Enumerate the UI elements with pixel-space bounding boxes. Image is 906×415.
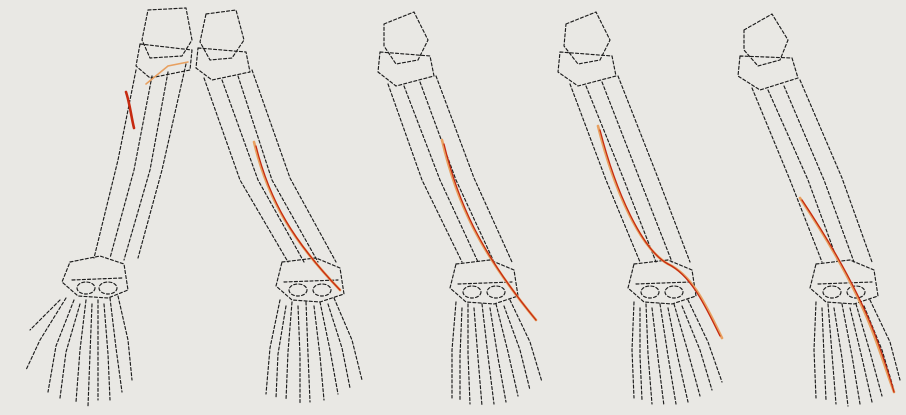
- panel-4: [558, 12, 722, 406]
- panel-2: [196, 10, 362, 404]
- panel-3: [378, 12, 542, 406]
- panel-3-muscle-core: [444, 144, 536, 320]
- panel-2-muscle: [254, 142, 340, 290]
- panel-1-radius: [94, 70, 136, 258]
- panel-5-skeleton: [738, 14, 900, 406]
- panel-1-ulna: [124, 72, 168, 260]
- panel-3-skeleton: [378, 12, 542, 406]
- panel-5: [738, 14, 900, 406]
- panel-5-muscle: [800, 198, 894, 392]
- panel-4-skeleton: [558, 12, 722, 406]
- panel-1-finger-1: [26, 298, 66, 370]
- panel-1: [26, 8, 192, 406]
- panel-1-elbow-bone: [142, 8, 192, 58]
- panel-2-muscle-core: [256, 146, 340, 290]
- panel-1-wrist: [62, 256, 128, 298]
- panel-5-muscle-core: [802, 200, 894, 392]
